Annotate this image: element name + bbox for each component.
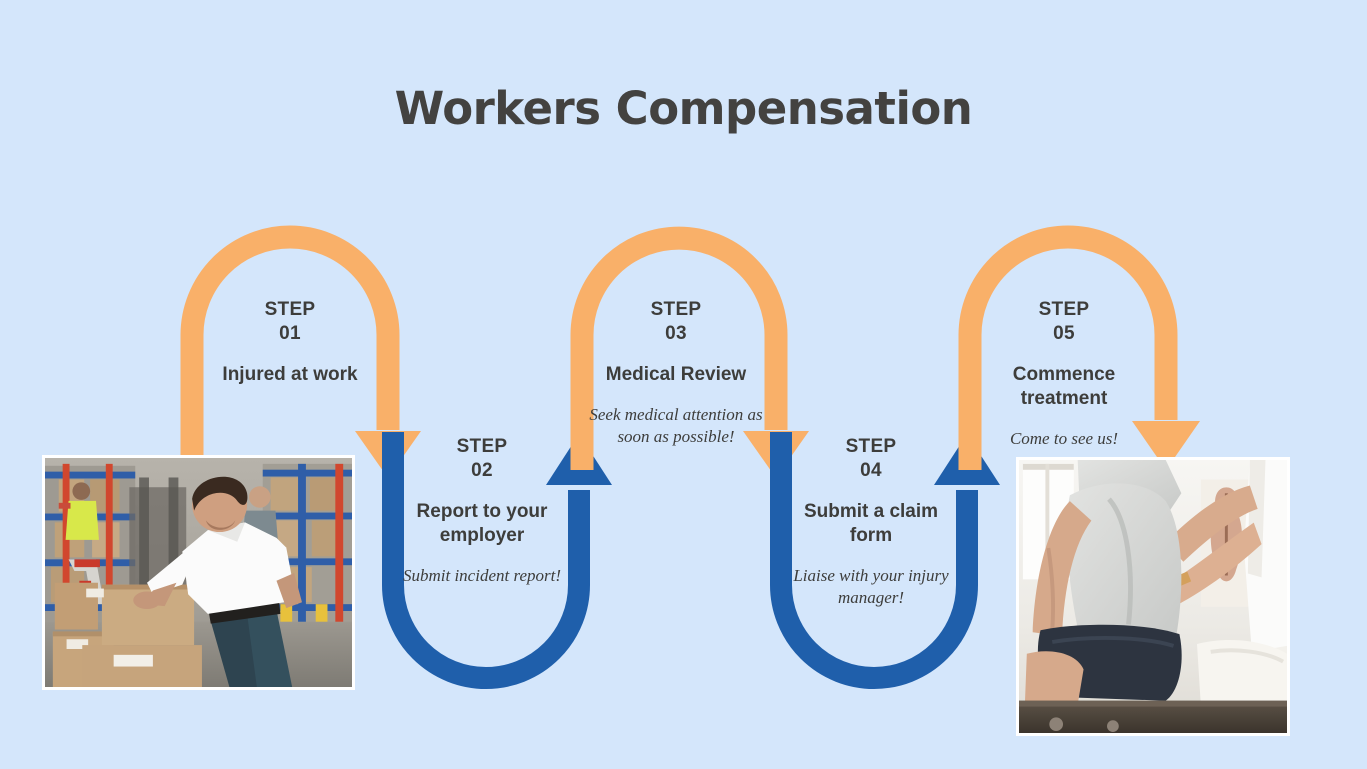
step-label: STEP	[845, 436, 897, 457]
step-note: Seek medical attention as soon as possib…	[589, 404, 763, 446]
step-block-04: STEP 04 Submit a claim form Liaise with …	[783, 435, 959, 609]
warehouse-scene-illustration	[45, 458, 352, 687]
physiotherapy-scene-illustration	[1019, 460, 1287, 733]
step-number: 01	[279, 322, 301, 344]
warehouse-worker-back-injury-photo	[42, 455, 355, 690]
physiotherapy-treatment-photo	[1016, 457, 1290, 736]
step-number: 03	[665, 322, 687, 344]
step-title: Medical Review	[605, 363, 747, 385]
step-block-05: STEP 05 Commence treatment Come to see u…	[975, 298, 1153, 450]
step-number: 02	[471, 459, 493, 481]
step-number: 04	[860, 459, 882, 481]
step-label: STEP	[1038, 299, 1090, 320]
arrow-step-05	[958, 225, 1200, 470]
step-title: Injured at work	[222, 363, 358, 385]
step-block-02: STEP 02 Report to your employer Submit i…	[393, 435, 571, 587]
step-note: Liaise with your injury manager!	[793, 566, 949, 608]
step-title: Report to your employer	[416, 500, 548, 546]
step-block-01: STEP 01 Injured at work	[200, 298, 380, 387]
step-label: STEP	[456, 436, 508, 457]
step-note: Submit incident report!	[402, 566, 561, 586]
step-number: 05	[1053, 322, 1075, 344]
step-note: Come to see us!	[1009, 429, 1119, 449]
step-title: Commence treatment	[1012, 363, 1116, 409]
step-label: STEP	[264, 299, 316, 320]
step-title: Submit a claim form	[803, 500, 939, 546]
step-block-03: STEP 03 Medical Review Seek medical atte…	[588, 298, 764, 448]
page-title: Workers Compensation	[394, 82, 973, 135]
step-label: STEP	[650, 299, 702, 320]
